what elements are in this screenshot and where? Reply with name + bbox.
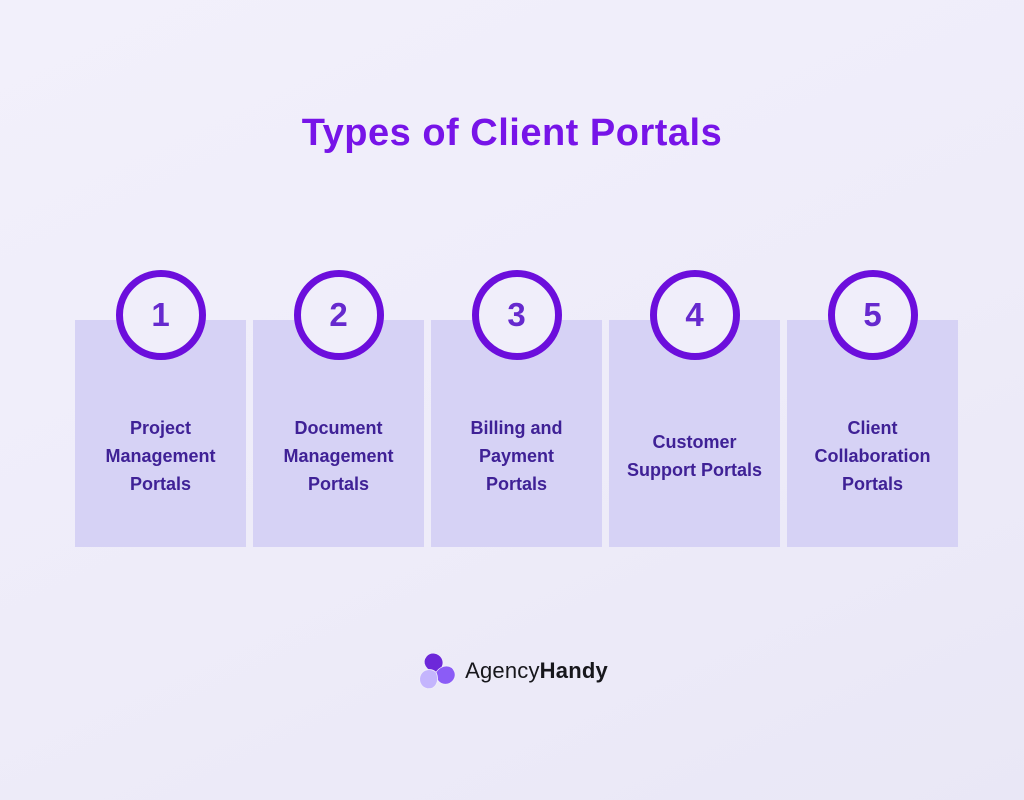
step-number: 4 (685, 296, 704, 333)
step-number: 2 (329, 296, 348, 333)
portal-card-billing-payment: 3 Billing and Payment Portals (431, 270, 602, 547)
portal-card-customer-support: 4 Customer Support Portals (609, 270, 780, 547)
step-circle-1: 1 (115, 270, 206, 360)
portal-card-document-management: 2 Document Management Portals (253, 270, 424, 547)
brand-text-handy: Handy (539, 658, 608, 683)
card-label: Client Collaboration Portals (814, 418, 931, 494)
card-label: Document Management Portals (283, 418, 394, 494)
step-number: 1 (151, 296, 170, 333)
brand-wordmark: AgencyHandy (465, 658, 608, 684)
card-label: Billing and Payment Portals (470, 418, 563, 494)
footer-brand: AgencyHandy (0, 650, 1024, 692)
card-label: Project Management Portals (105, 418, 216, 494)
step-circle-5: 5 (827, 270, 918, 360)
step-number: 5 (863, 296, 882, 333)
card-label: Customer Support Portals (626, 432, 762, 480)
step-circle-4: 4 (649, 270, 740, 360)
portal-card-project-management: 1 Project Management Portals (75, 270, 246, 547)
agency-handy-logo-icon (419, 652, 456, 689)
step-circle-3: 3 (471, 270, 562, 360)
step-circle-2: 2 (293, 270, 384, 360)
page-title: Types of Client Portals (301, 112, 723, 154)
portal-cards-row: 1 Project Management Portals 2 Document … (75, 270, 958, 547)
portal-card-client-collaboration: 5 Client Collaboration Portals (787, 270, 958, 547)
brand-text-agency: Agency (465, 658, 540, 683)
step-number: 3 (507, 296, 526, 333)
